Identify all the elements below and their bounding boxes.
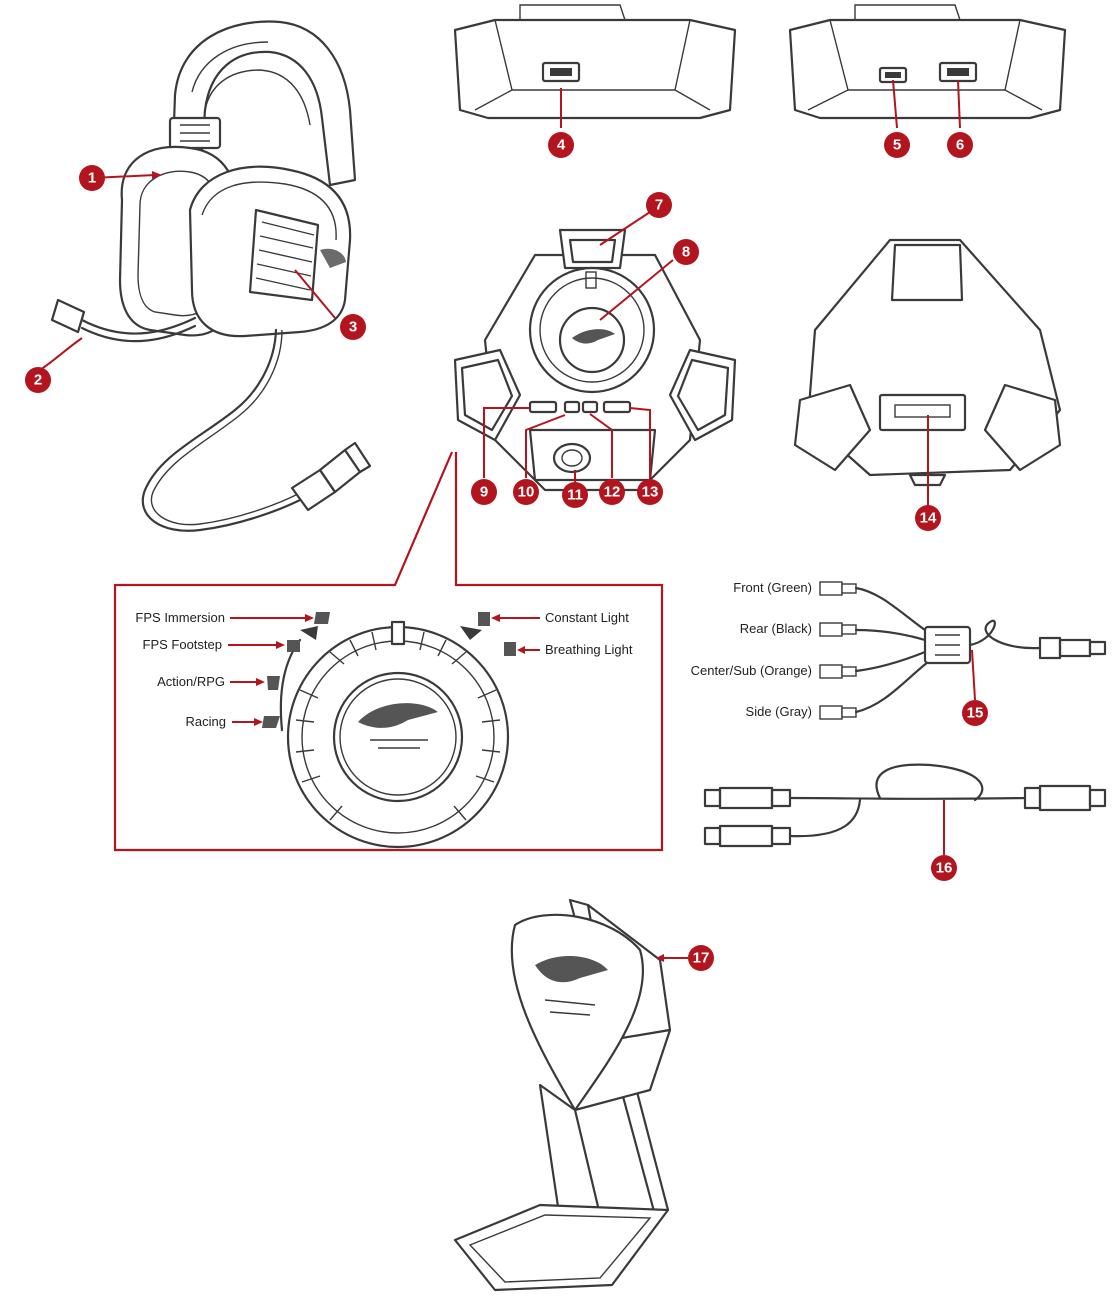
callout-7: 7 — [646, 192, 672, 218]
svg-text:6: 6 — [956, 137, 964, 154]
plug-label-side: Side (Gray) — [746, 704, 812, 719]
callout-8: 8 — [673, 239, 699, 265]
callout-10: 10 — [513, 479, 539, 505]
callout-2: 2 — [25, 367, 51, 393]
svg-text:5: 5 — [893, 137, 901, 154]
callout-16: 16 — [931, 855, 957, 881]
headset-illustration — [50, 20, 372, 532]
callout-1: 1 — [79, 165, 105, 191]
mode-label-action-rpg: Action/RPG — [157, 674, 225, 689]
zoomed-dial — [279, 620, 510, 849]
mode-label-fps-immersion: FPS Immersion — [135, 610, 225, 625]
callout-15: 15 — [962, 700, 988, 726]
hub-side-view-1 — [453, 4, 737, 120]
callout-14: 14 — [915, 505, 941, 531]
svg-text:4: 4 — [557, 137, 566, 154]
callout-9: 9 — [471, 479, 497, 505]
zoom-frame — [113, 451, 664, 852]
callouts: 1 2 3 4 5 6 7 8 9 10 11 12 13 14 15 16 1… — [25, 79, 988, 971]
mode-label-constant-light: Constant Light — [545, 610, 629, 625]
callout-11: 11 — [562, 482, 588, 508]
svg-text:7: 7 — [655, 197, 663, 214]
svg-text:2: 2 — [34, 372, 42, 389]
callout-6: 6 — [947, 132, 973, 158]
svg-text:9: 9 — [480, 484, 488, 501]
callout-13: 13 — [637, 479, 663, 505]
callout-3: 3 — [340, 314, 366, 340]
svg-text:15: 15 — [967, 705, 984, 722]
headset-stand — [453, 898, 672, 1292]
svg-text:16: 16 — [936, 860, 953, 877]
callout-17: 17 — [688, 945, 714, 971]
hub-side-view-2 — [788, 4, 1067, 120]
mode-label-fps-footstep: FPS Footstep — [143, 637, 222, 652]
callout-12: 12 — [599, 479, 625, 505]
svg-text:14: 14 — [920, 510, 937, 527]
plug-center-orange — [819, 664, 843, 679]
plug-rear-black — [819, 622, 843, 637]
plug-front-green — [819, 581, 843, 596]
callout-4: 4 — [548, 132, 574, 158]
svg-text:17: 17 — [693, 950, 710, 967]
plug-side-gray — [819, 705, 843, 720]
plug-label-center-sub: Center/Sub (Orange) — [691, 663, 812, 678]
svg-text:8: 8 — [682, 244, 690, 261]
plug-label-rear: Rear (Black) — [740, 621, 812, 636]
hub-bottom-view — [793, 238, 1062, 487]
mode-label-breathing-light: Breathing Light — [545, 642, 633, 657]
svg-text:13: 13 — [642, 484, 659, 501]
svg-text:12: 12 — [604, 484, 621, 501]
lighting-mode-labels: FPS Immersion FPS Footstep Action/RPG Ra… — [135, 610, 632, 729]
svg-text:11: 11 — [567, 487, 583, 504]
usb-y-cable — [703, 763, 1107, 848]
audio-splitter-cable: Front (Green) Rear (Black) Center/Sub (O… — [691, 580, 1107, 720]
plug-label-front: Front (Green) — [733, 580, 812, 595]
svg-text:10: 10 — [518, 484, 535, 501]
mode-label-racing: Racing — [186, 714, 226, 729]
callout-5: 5 — [884, 132, 910, 158]
svg-text:3: 3 — [349, 319, 357, 336]
hub-top-view — [453, 228, 737, 492]
svg-text:1: 1 — [88, 170, 96, 187]
